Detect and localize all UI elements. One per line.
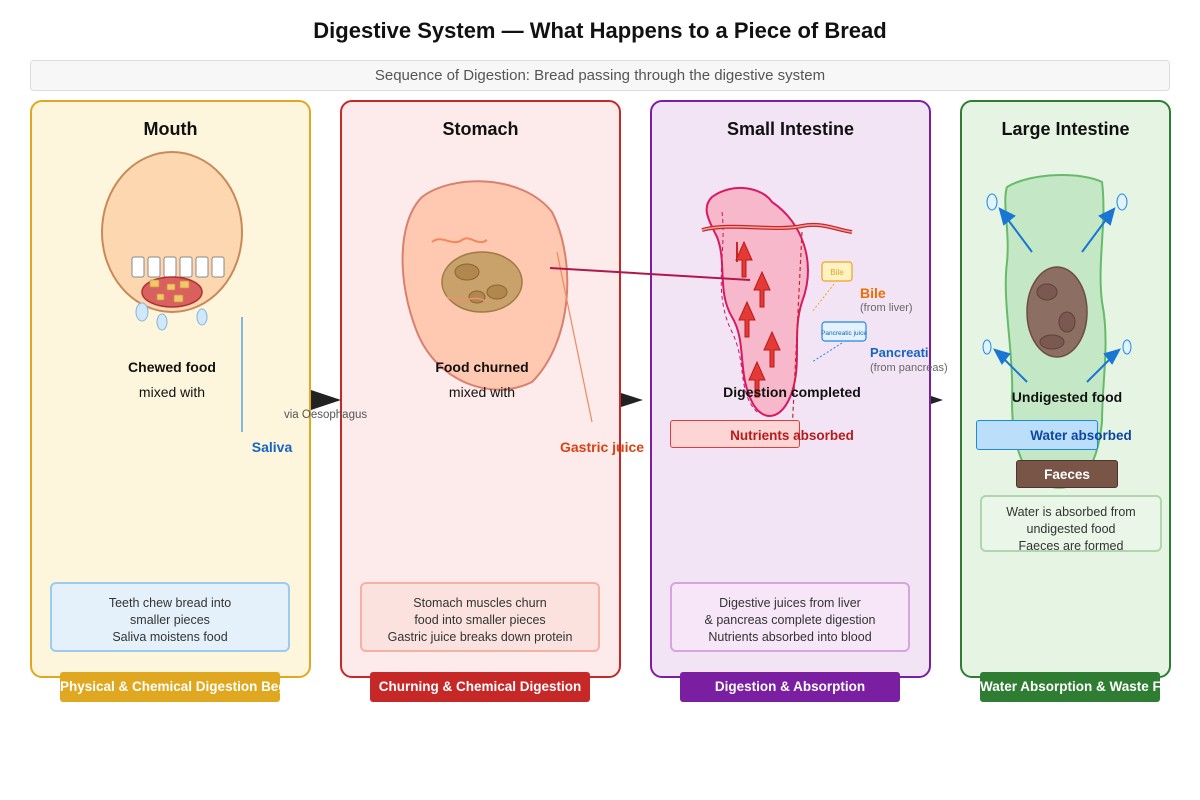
page-title: Digestive System — What Happens to a Pie… (313, 18, 887, 43)
bile-label: Bile (860, 285, 886, 301)
blood-vessel-down-line (791, 231, 803, 433)
sequence-subtitle: Sequence of Digestion: Bread passing thr… (30, 60, 1170, 91)
bile-tag-box (821, 261, 853, 282)
mouth-desc-line: smaller pieces (130, 613, 210, 627)
food-pieces-icon (454, 263, 508, 304)
blood-vessel-inner (701, 224, 853, 233)
large-intestine-desc-line: Water is absorbed from (1006, 505, 1136, 519)
digestion-completed-label: Digestion completed (723, 384, 861, 400)
large-intestine-stage-badge: Water Absorption & Waste Formation (980, 672, 1160, 702)
saliva-drops-icon (135, 302, 208, 331)
water-absorbed-box (976, 420, 1098, 450)
nutrients-absorbed-label: Nutrients absorbed (730, 428, 854, 443)
large-intestine-illustration (982, 174, 1132, 489)
stomach-illustration (401, 180, 593, 423)
bile-tag-text: Bile (830, 268, 844, 277)
stomach-mixed-label: mixed with (448, 384, 516, 400)
faeces-box: Faeces (1016, 460, 1118, 488)
small-intestine-desc-line: Digestive juices from liver (719, 596, 861, 610)
flow-arrow-icon (311, 390, 341, 410)
intestine-tube-shape (705, 186, 809, 417)
churn-waves-icon (446, 296, 488, 303)
small-intestine-description-box: Digestive juices from liver & pancreas c… (670, 582, 910, 652)
mouth-desc-line: Teeth chew bread into (108, 596, 232, 610)
stomach-desc-line: Stomach muscles churn (413, 596, 547, 610)
bile-pointer-line (811, 283, 835, 313)
pancreatic-tag-box (821, 321, 867, 342)
pancreatic-juice-label: Pancreatic juice (870, 345, 929, 360)
stomach-stage-badge: Churning & Chemical Digestion (370, 672, 590, 702)
nutrients-absorbed-box (670, 420, 800, 448)
flow-arrow-icon (621, 393, 643, 407)
pancreatic-source-label: (from pancreas) (870, 362, 948, 374)
stomach-description-box: Stomach muscles churn food into smaller … (360, 582, 600, 652)
large-intestine-desc-line: undigested food (1026, 522, 1116, 536)
large-intestine-description-box: Water is absorbed from undigested food F… (980, 495, 1162, 553)
small-intestine-title: Small Intestine (726, 119, 855, 139)
mouth-panel: Mouth Chewed food mixed with Saliva Te (30, 100, 311, 702)
bile-source-label: (from liver) (860, 302, 913, 314)
stomach-food-label: Food churned (435, 359, 529, 375)
undigested-food-label: Undigested food (1011, 389, 1123, 405)
gastric-pointer-line (556, 251, 593, 423)
small-intestine-stage-badge: Digestion & Absorption (680, 672, 900, 702)
small-intestine-panel: Small Intestine Bile Pancreatic juice Bi… (650, 100, 948, 702)
mouth-title: Mouth (143, 119, 198, 139)
oesophagus-label: via Oesophagus (284, 409, 368, 421)
small-intestine-illustration: Bile Pancreatic juice (701, 186, 867, 433)
gastric-juice-label: Gastric juice (560, 439, 645, 455)
stomach-panel: Stomach Food churned mixed with Gastric … (340, 100, 644, 702)
water-arrows-icon (992, 207, 1122, 383)
stomach-to-intestine-line (549, 267, 751, 281)
oesophagus-squiggle (431, 237, 488, 244)
pancreatic-pointer-line (811, 342, 843, 363)
large-intestine-panel: Large Intestine Undigested food Water ab… (960, 100, 1171, 702)
small-intestine-desc-line: & pancreas complete digestion (704, 613, 876, 627)
stomach-desc-line: food into smaller pieces (414, 613, 546, 627)
bread-crumbs-icon (149, 279, 190, 303)
teeth-icon (131, 256, 225, 278)
mouth-food-label: Chewed food (128, 359, 216, 375)
mouth-description-box: Teeth chew bread into smaller pieces Sal… (50, 582, 290, 652)
stomach-desc-line: Gastric juice breaks down protein (387, 630, 573, 644)
mouth-mixed-label: mixed with (138, 384, 206, 400)
mouth-desc-line: Saliva moistens food (112, 630, 228, 644)
water-absorbed-label: Water absorbed (1030, 428, 1132, 443)
large-intestine-desc-line: Faeces are formed (1018, 539, 1124, 553)
mouth-illustration (101, 151, 243, 432)
large-intestine-title: Large Intestine (1001, 119, 1130, 139)
water-drops-icon (982, 193, 1132, 355)
waste-pieces-icon (1036, 283, 1076, 350)
intestine-dashed-line (720, 211, 758, 413)
mouth-stage-badge: Physical & Chemical Digestion Begins (60, 672, 280, 702)
pancreatic-tag-text: Pancreatic juice (821, 330, 867, 337)
absorption-arrows-icon (735, 240, 781, 398)
small-intestine-desc-line: Nutrients absorbed into blood (708, 630, 872, 644)
stomach-title: Stomach (442, 119, 519, 139)
saliva-label: Saliva (251, 439, 293, 455)
flow-arrow-icon (931, 396, 943, 404)
